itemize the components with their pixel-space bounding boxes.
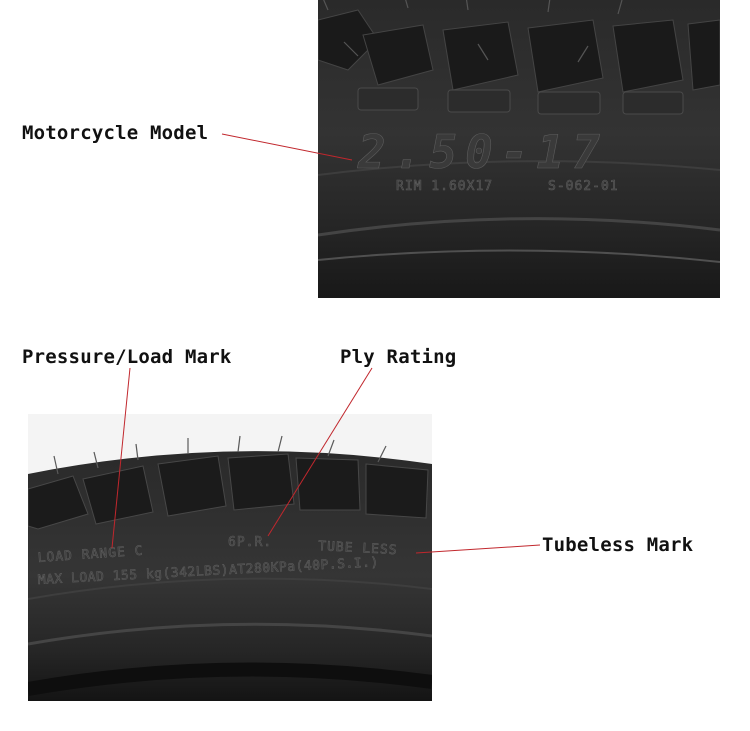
pressure-load-mark-label: Pressure/Load Mark	[22, 346, 232, 368]
tire-photo-top: 2.50-17 RIM 1.60X17 S-062-01	[318, 0, 720, 298]
leader-line-tubeless	[415, 544, 541, 554]
tire-photo-bottom: LOAD RANGE C 6P.R. TUBE LESS MAX LOAD 15…	[28, 414, 432, 701]
ply-rating-text: 6P.R.	[228, 535, 272, 550]
tubeless-text: TUBE LESS	[318, 539, 398, 558]
ply-rating-label: Ply Rating	[340, 346, 457, 368]
tire-code-text: S-062-01	[548, 179, 619, 194]
tire-sidewall-bottom-image: LOAD RANGE C 6P.R. TUBE LESS MAX LOAD 15…	[28, 414, 432, 701]
tire-size-text: 2.50-17	[357, 125, 608, 179]
tubeless-mark-label: Tubeless Mark	[542, 534, 694, 556]
rim-size-text: RIM 1.60X17	[396, 179, 493, 194]
motorcycle-model-label: Motorcycle Model	[22, 122, 209, 144]
tire-sidewall-top-image: 2.50-17 RIM 1.60X17 S-062-01	[318, 0, 720, 298]
